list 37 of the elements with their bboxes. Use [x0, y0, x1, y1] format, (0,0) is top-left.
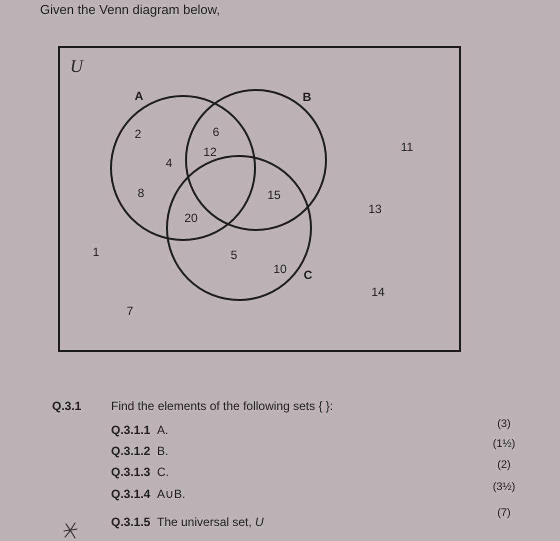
region-number: 13: [368, 203, 382, 215]
region-number: 7: [126, 305, 134, 317]
mark-allocation: (2): [497, 458, 511, 472]
mark-allocation: (1½): [492, 437, 516, 451]
question-number: Q.3.1.1: [111, 423, 150, 437]
region-number: 2: [134, 128, 142, 140]
region-number: 8: [138, 187, 144, 199]
question-number: Q.3.1.2: [111, 444, 150, 458]
title: Given the Venn diagram below,: [40, 2, 220, 18]
set-label: C: [302, 267, 314, 283]
question-text: A∪B.: [157, 487, 186, 501]
universal-set-symbol: U: [70, 57, 83, 75]
universal-set-rectangle: [58, 46, 461, 352]
region-number: 10: [273, 263, 287, 275]
set-label: B: [302, 89, 312, 105]
question-text: Find the elements of the following sets { }:: [111, 399, 334, 413]
region-number: 20: [184, 212, 198, 224]
region-number: 12: [203, 146, 217, 158]
question-number: Q.3.1.3: [111, 465, 150, 479]
question-number: Q.3.1.4: [111, 487, 150, 501]
region-number: 4: [166, 157, 172, 169]
mark-allocation: (7): [497, 506, 511, 520]
question-text: A.: [157, 423, 168, 437]
question-number: Q.3.1: [52, 399, 82, 413]
region-number: 5: [230, 249, 238, 261]
question-text: C.: [157, 465, 169, 479]
mark-allocation: (3): [497, 417, 511, 431]
set-label: A: [134, 88, 144, 104]
region-number: 6: [212, 126, 220, 138]
question-text: The universal set, U: [157, 515, 264, 529]
question-text: B.: [157, 444, 168, 458]
region-number: 11: [400, 141, 414, 153]
question-number: Q.3.1.5: [111, 515, 150, 529]
region-number: 1: [92, 246, 100, 258]
mark-allocation: (3½): [492, 480, 516, 494]
region-number: 14: [371, 286, 385, 298]
region-number: 15: [267, 189, 281, 201]
